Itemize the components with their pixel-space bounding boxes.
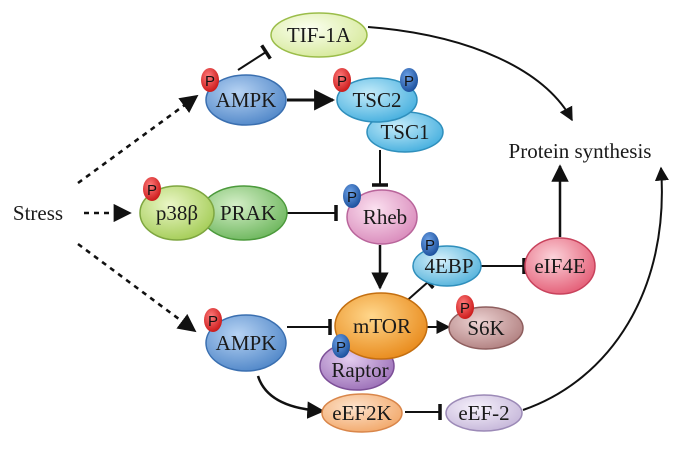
phospho-tsc2-red: [333, 68, 351, 92]
eef2-to-protein-synthesis-arrow: [522, 166, 669, 411]
phospho-rheb: [343, 184, 361, 208]
ampk-bottom-label: AMPK: [216, 331, 277, 355]
edges: [77, 26, 669, 420]
prak-node: PRAK: [200, 185, 288, 241]
eif4e-node: eIF4E: [524, 237, 596, 295]
stress-to-ampk-top-arrow: [77, 94, 199, 185]
s6k-node: S6K P: [448, 295, 524, 350]
tif1a-label: TIF-1A: [287, 23, 352, 47]
svg-text:P: P: [460, 300, 470, 317]
phospho-ampk-bottom: [204, 308, 222, 332]
ampk-top-node: AMPK P: [201, 68, 287, 126]
eef2k-label: eEF2K: [332, 401, 392, 425]
tsc2-label: TSC2: [352, 88, 401, 112]
phospho-tsc2-blue: [400, 68, 418, 92]
prak-label: PRAK: [220, 201, 276, 225]
ampk-inhibits-tif1a: [237, 44, 272, 71]
mtor-node: mTOR P: [332, 292, 428, 360]
4ebp-label: 4EBP: [424, 254, 473, 278]
phospho-ampk-top: [201, 68, 219, 92]
mtor-label: mTOR: [353, 314, 411, 338]
svg-text:P: P: [205, 73, 215, 90]
s6k-label: S6K: [467, 316, 504, 340]
svg-text:P: P: [208, 313, 218, 330]
ampk-top-label: AMPK: [216, 88, 277, 112]
raptor-label: Raptor: [331, 358, 388, 382]
rheb-label: Rheb: [363, 205, 407, 229]
tsc2-node: TSC2 P P: [333, 68, 418, 123]
tif1a-node: TIF-1A: [270, 12, 368, 58]
p38b-label: p38β: [156, 201, 198, 225]
rheb-node: Rheb P: [343, 184, 418, 245]
eef2k-node: eEF2K: [321, 393, 403, 433]
svg-text:P: P: [147, 182, 157, 199]
phospho-4ebp: [421, 232, 439, 256]
ampk-to-eef2k-arrow: [256, 375, 325, 419]
svg-text:P: P: [347, 189, 357, 206]
p38b-node: p38β P: [139, 177, 215, 241]
stress-label: Stress: [13, 201, 63, 225]
phospho-raptor: [332, 334, 350, 358]
tsc1-label: TSC1: [380, 120, 429, 144]
eef2-label: eEF-2: [458, 401, 509, 425]
svg-text:P: P: [337, 73, 347, 90]
phospho-p38b: [143, 177, 161, 201]
ampk-bottom-node: AMPK P: [204, 308, 287, 372]
4ebp-node: 4EBP P: [412, 232, 482, 287]
eef2-node: eEF-2: [445, 394, 523, 432]
svg-text:P: P: [336, 339, 346, 356]
tif1a-to-protein-synthesis-arrow: [367, 26, 573, 122]
svg-text:P: P: [425, 237, 435, 254]
svg-text:P: P: [404, 73, 414, 90]
phospho-s6k: [456, 295, 474, 319]
eif4e-label: eIF4E: [534, 254, 585, 278]
protein-synthesis-label: Protein synthesis: [509, 139, 652, 163]
stress-to-ampk-bottom-arrow: [77, 242, 197, 333]
